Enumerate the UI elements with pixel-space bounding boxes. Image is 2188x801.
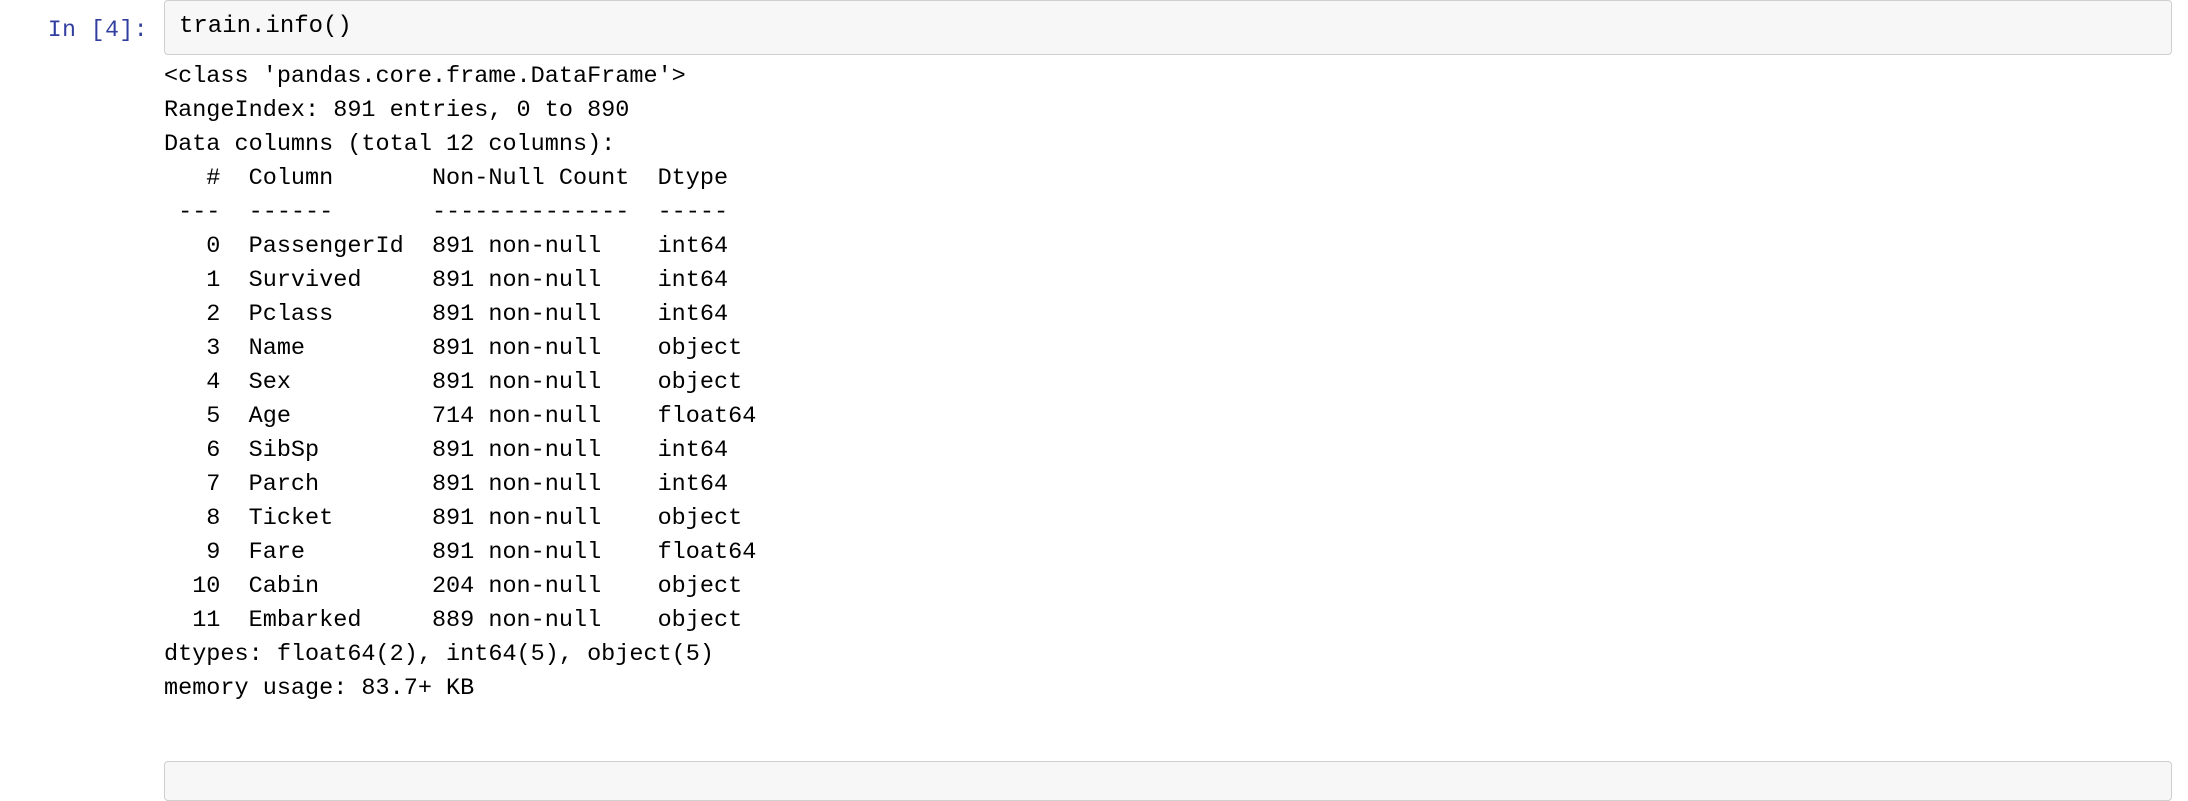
code-input-text[interactable]: train.info() <box>179 13 352 40</box>
cell-output: <class 'pandas.core.frame.DataFrame'> Ra… <box>0 56 2188 706</box>
input-prompt-label: In [4]: <box>47 17 148 43</box>
next-code-input-area[interactable] <box>164 761 2172 801</box>
next-code-cell[interactable] <box>0 761 2188 801</box>
next-input-prompt-label <box>0 761 164 775</box>
code-cell[interactable]: In [4]: train.info() <box>0 0 2188 56</box>
dataframe-info-output: <class 'pandas.core.frame.DataFrame'> Ra… <box>164 63 757 702</box>
output-stream-area: <class 'pandas.core.frame.DataFrame'> Ra… <box>164 56 2188 706</box>
code-input-area[interactable]: train.info() <box>164 0 2172 56</box>
output-row: <class 'pandas.core.frame.DataFrame'> Ra… <box>0 56 2188 706</box>
code-cell-row: In [4]: train.info() <box>0 0 2188 56</box>
next-code-cell-row <box>0 761 2188 801</box>
